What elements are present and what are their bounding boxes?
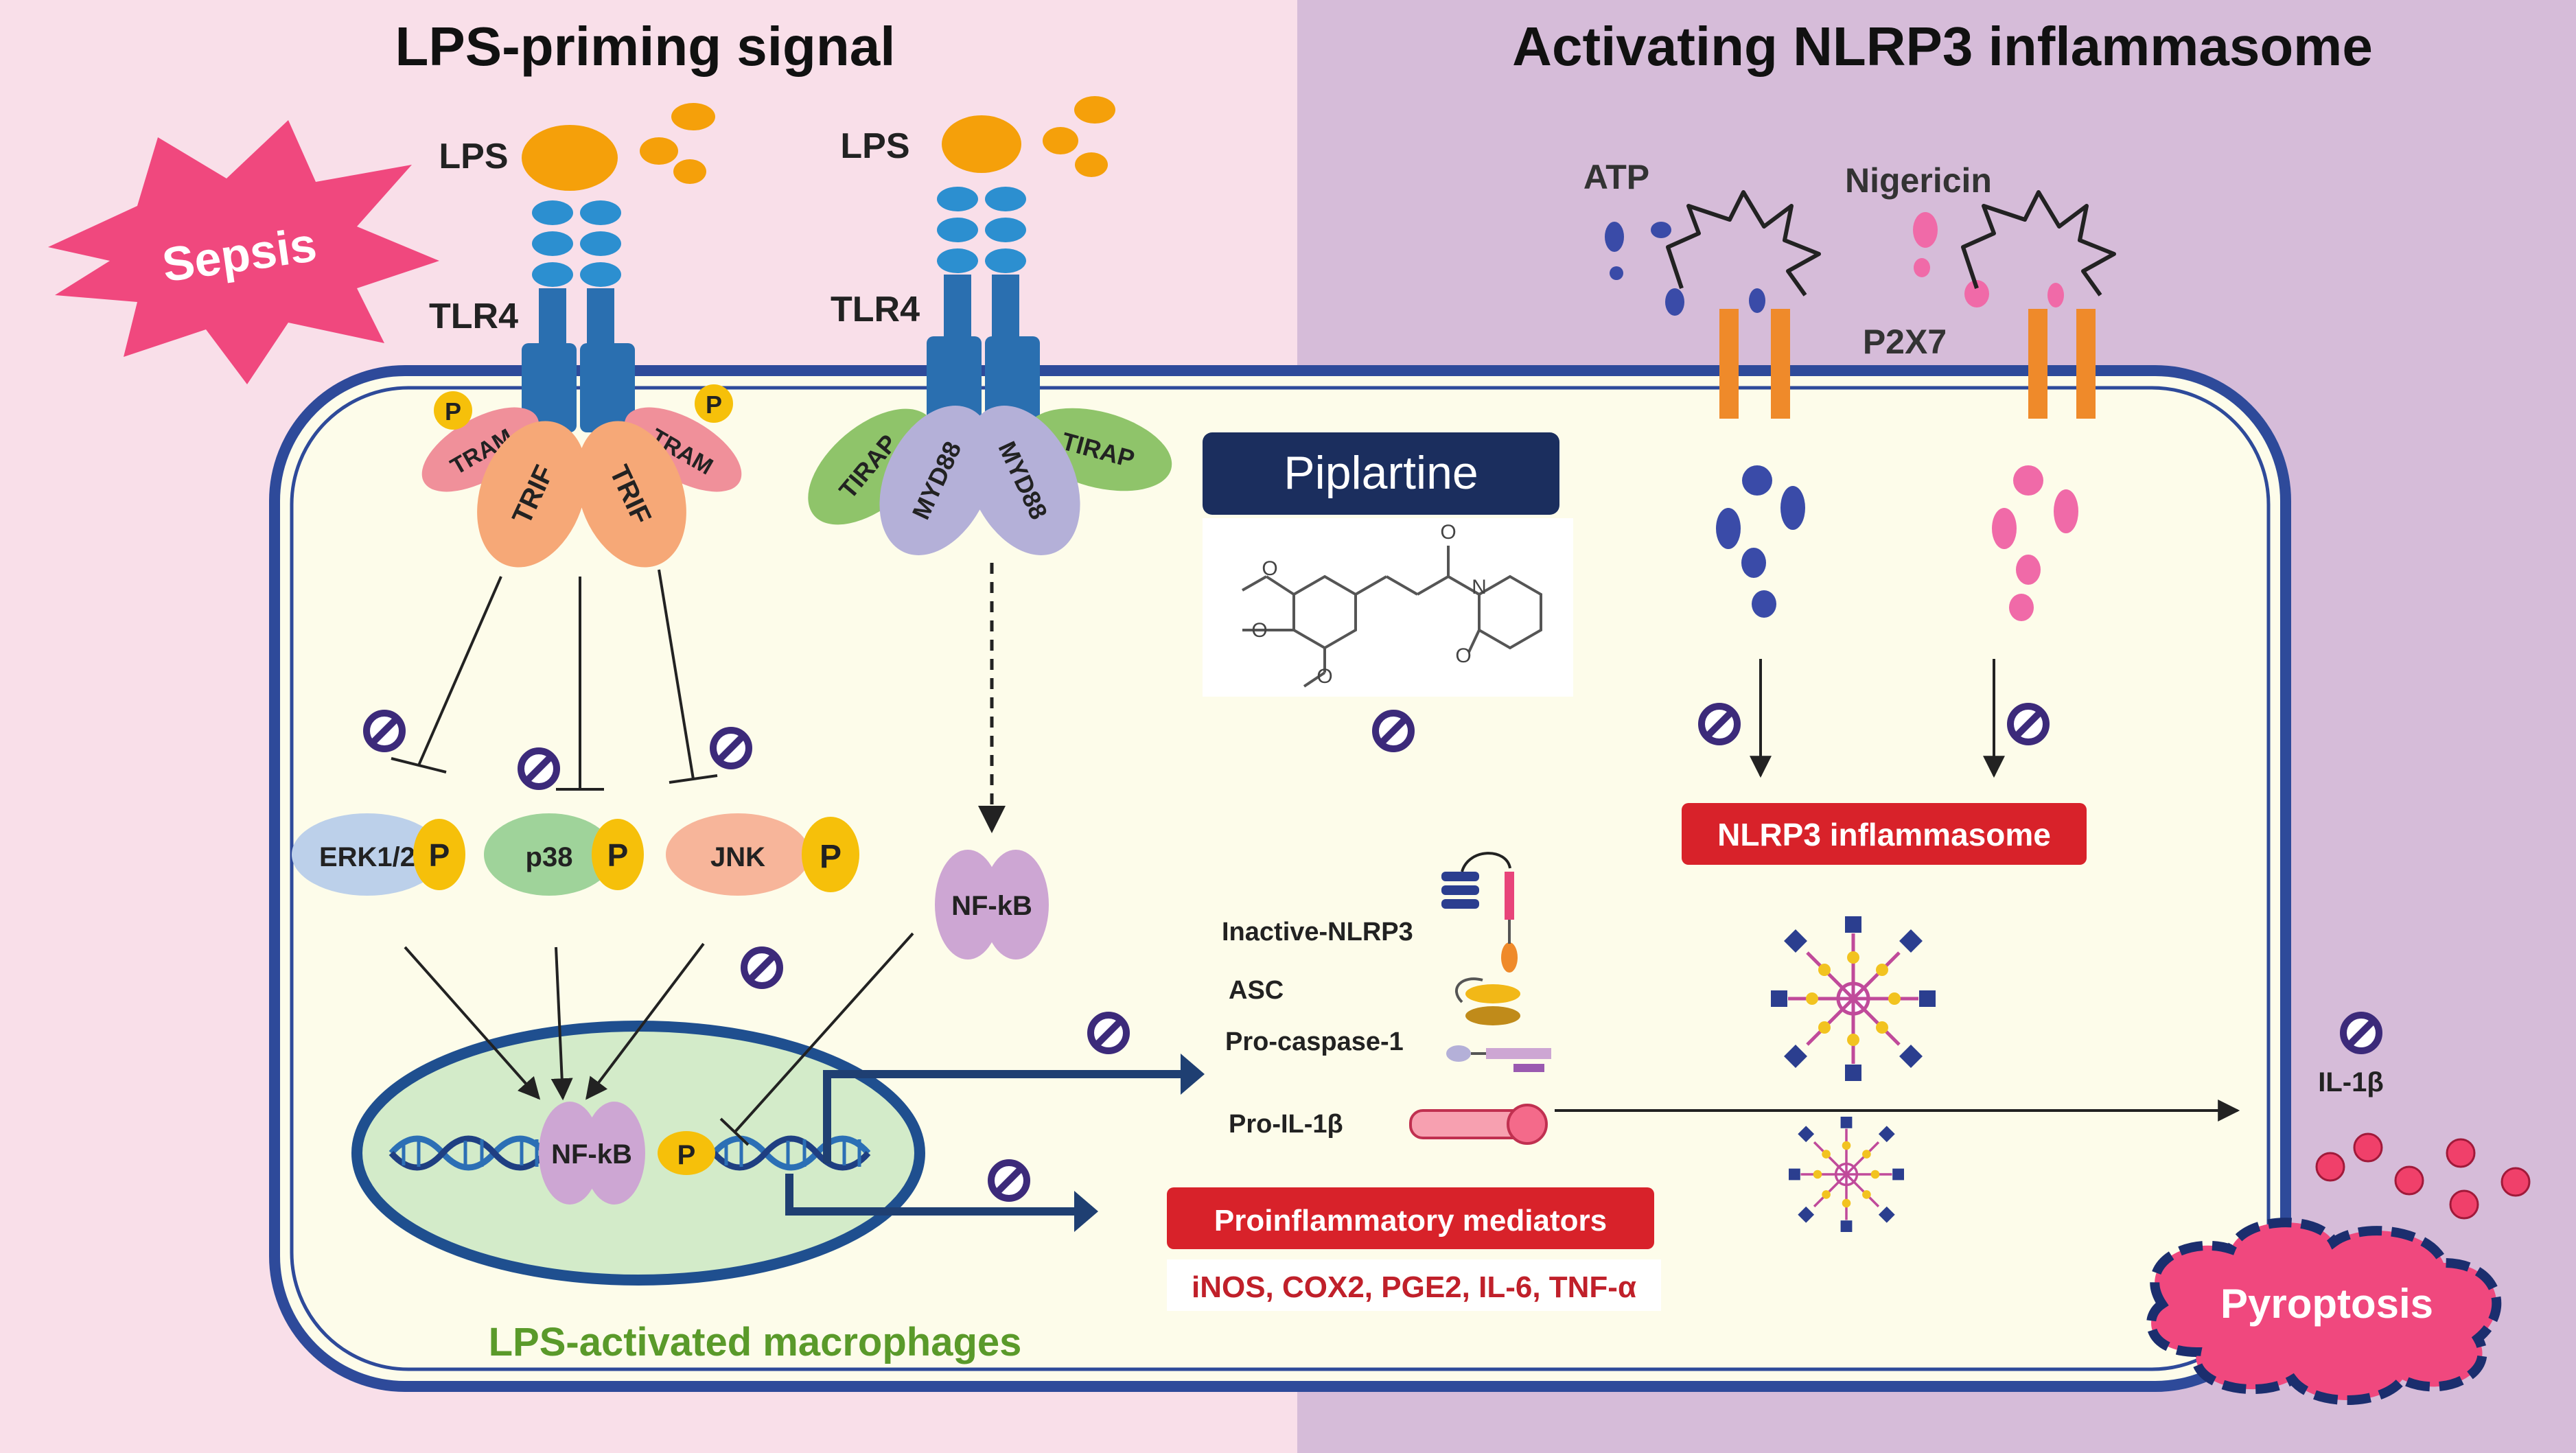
asc-icon	[1455, 977, 1520, 1025]
lps-molecule-1	[522, 103, 715, 191]
piplartine-label: Piplartine	[1284, 447, 1478, 499]
influx-arrows	[1750, 659, 2005, 778]
inhibitor-icon-nfkb	[744, 950, 780, 986]
tlr4-receptor-1	[522, 200, 635, 432]
p2x7-label: P2X7	[1863, 323, 1947, 361]
inactive-nlrp3-icon	[1441, 852, 1518, 973]
lps-label-1: LPS	[439, 137, 508, 176]
pro-caspase-label: Pro-caspase-1	[1225, 1027, 1404, 1056]
left-heading: LPS-priming signal	[395, 16, 896, 77]
inhibitor-icon-erk	[367, 713, 402, 749]
right-heading: Activating NLRP3 inflammasome	[1512, 16, 2373, 77]
lps-molecule-2	[942, 96, 1115, 177]
inhibitor-icon-atp	[1702, 706, 1737, 742]
svg-text:P: P	[429, 837, 450, 873]
erk-kinase: ERK1/2 P	[292, 813, 465, 896]
inhibitor-icon-p38	[521, 751, 557, 787]
atp-molecules	[1605, 222, 1765, 316]
p38-label: p38	[526, 842, 573, 872]
svg-text:P: P	[706, 391, 722, 419]
svg-text:O: O	[1262, 557, 1277, 580]
p-badge-tram-right: P	[695, 384, 733, 423]
atp-influx-molecules	[1716, 465, 1805, 618]
il1b-label: IL-1β	[2318, 1067, 2384, 1097]
nfkb-nuclear-label: NF-kB	[551, 1139, 632, 1170]
kinase-to-nucleus-arrows	[404, 932, 914, 1146]
pyroptosis-cloud: Pyroptosis	[2146, 1218, 2502, 1405]
svg-text:O: O	[1316, 665, 1332, 688]
inhibitor-icon-jnk	[713, 730, 749, 766]
inhibitor-icon-il1b	[2343, 1015, 2379, 1051]
trif-inhibition-lines	[391, 569, 718, 791]
p2x7-receptor-left	[1666, 190, 1821, 419]
p38-kinase: p38 P	[484, 813, 644, 896]
mediators-list-background	[1167, 1259, 1661, 1311]
inactive-nlrp3-label: Inactive-NLRP3	[1222, 918, 1413, 946]
jnk-label: JNK	[710, 842, 765, 872]
asc-label: ASC	[1229, 976, 1284, 1005]
macrophages-label: LPS-activated macrophages	[489, 1320, 1022, 1364]
pro-il1b-icon	[1409, 1104, 1548, 1145]
jnk-kinase: JNK P	[666, 813, 859, 896]
svg-text:N: N	[1472, 576, 1487, 598]
inhibitor-icon-transcription	[1091, 1015, 1126, 1051]
pyroptosis-label: Pyroptosis	[2220, 1281, 2433, 1327]
lps-label-2: LPS	[840, 126, 909, 166]
svg-text:P: P	[445, 397, 461, 426]
piplartine-box	[1203, 432, 1559, 515]
nigericin-molecules	[1913, 212, 2064, 307]
nfkb-cytosolic: NF-kB	[935, 850, 1049, 960]
nlrp3-inflammasome-box	[1682, 803, 2087, 865]
tlr4-label-2: TLR4	[831, 290, 920, 329]
svg-text:O: O	[1440, 521, 1456, 544]
trif-adaptor-left: TRIF	[477, 421, 587, 568]
pro-il1b-label: Pro-IL-1β	[1229, 1110, 1343, 1139]
mediators-list: iNOS, COX2, PGE2, IL-6, TNF-α	[1192, 1270, 1636, 1304]
arrowhead-to-precursors	[1181, 1054, 1205, 1095]
svg-text:P: P	[677, 1140, 696, 1170]
p-badge-tram-left: P	[434, 391, 472, 430]
nigericin-label: Nigericin	[1845, 161, 1992, 200]
nfkb-cytosolic-label: NF-kB	[951, 891, 1032, 921]
svg-text:O: O	[1251, 619, 1267, 642]
inhibitor-icon-nigericin	[2010, 706, 2046, 742]
nigericin-influx-molecules	[1992, 465, 2078, 621]
inhibitor-icon-piplartine	[1376, 713, 1411, 749]
tlr4-label-1: TLR4	[429, 297, 518, 336]
inflammasome-complex-2	[1787, 1115, 1905, 1233]
nlrp3-inflammasome-label: NLRP3 inflammasome	[1717, 817, 2051, 852]
svg-text:P: P	[607, 837, 629, 873]
tlr4-receptor-2	[927, 187, 1040, 426]
il1b-molecules	[2315, 1132, 2531, 1220]
arrowhead-to-mediators	[1074, 1191, 1098, 1232]
pro-caspase-icon	[1446, 1045, 1551, 1072]
sepsis-starburst: Sepsis	[48, 120, 439, 384]
proinflammatory-label: Proinflammatory mediators	[1214, 1204, 1607, 1237]
myd88-adaptor-left: MYD88	[879, 406, 995, 555]
cell-membrane-inner	[290, 386, 2271, 1371]
atp-label: ATP	[1583, 158, 1649, 196]
svg-text:P: P	[820, 839, 842, 875]
p2x7-receptor-right	[1961, 190, 2116, 419]
svg-text:O: O	[1455, 644, 1471, 667]
piplartine-structure: O N O O O O	[1203, 518, 1573, 697]
inflammasome-complex-1	[1771, 916, 1936, 1081]
inhibitor-icon-mediators	[991, 1163, 1027, 1198]
tram-adaptor-left: TRAM	[421, 407, 539, 492]
myd88-adaptor-right: MYD88	[965, 406, 1080, 555]
transcription-arrows	[785, 1070, 1181, 1216]
erk-label: ERK1/2	[319, 842, 415, 872]
proinflammatory-box	[1167, 1187, 1654, 1249]
nfkb-nuclear: NF-kB P	[539, 1102, 715, 1205]
trif-adaptor-right: TRIF	[577, 421, 686, 568]
